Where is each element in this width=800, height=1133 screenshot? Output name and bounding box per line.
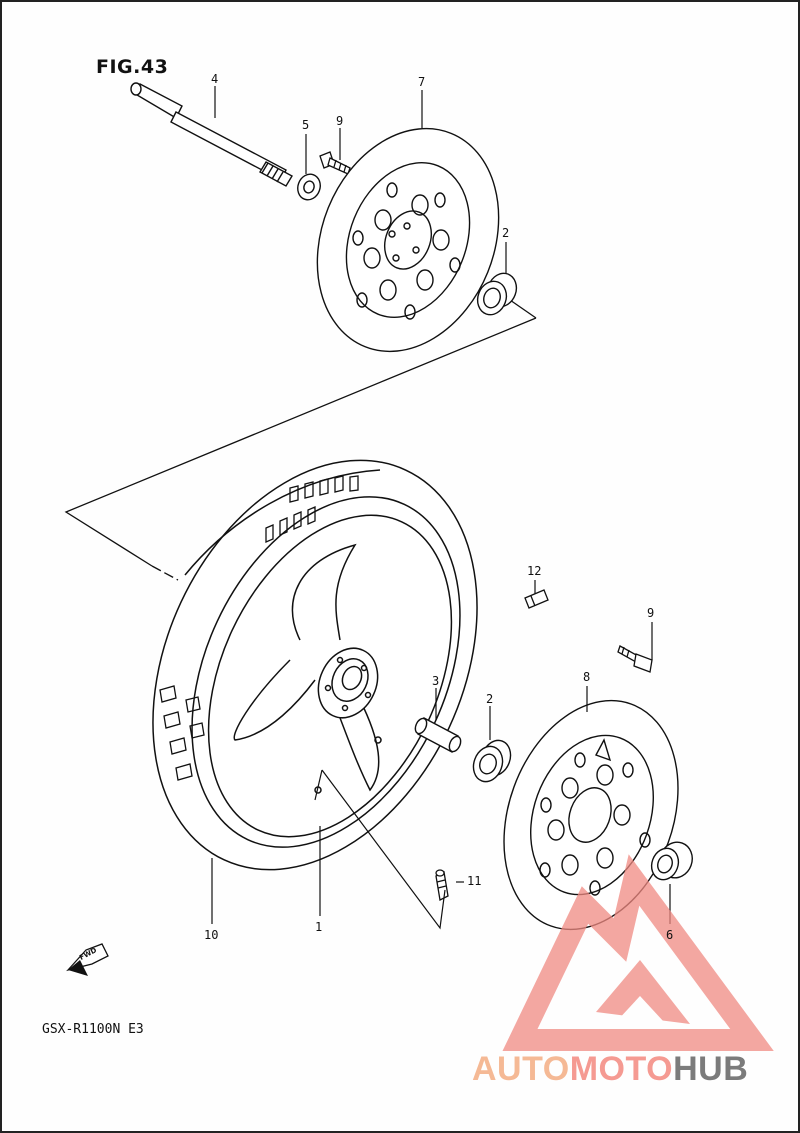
disc-bolt-top: [319, 151, 351, 175]
callout-valve: 11: [467, 874, 482, 888]
callout-disc-lower: 8: [583, 670, 591, 684]
forward-arrow-icon: [66, 943, 109, 976]
assembly-outline: [64, 299, 537, 581]
callout-tire: 10: [204, 928, 219, 942]
callout-bearing-top: 2: [502, 226, 510, 240]
front-axle: [130, 82, 293, 187]
callout-axle: 4: [211, 72, 219, 86]
watermark-moto: MOTO: [569, 1050, 674, 1088]
callout-valve-cap: 12: [527, 564, 542, 578]
model-designation: GSX-R1100N E3: [42, 1022, 144, 1037]
tire-valve: [435, 869, 449, 901]
wheel-bearing-upper: [476, 272, 518, 316]
callout-wheel: 1: [315, 920, 323, 934]
callout-spacer: 3: [432, 674, 440, 688]
callout-leader-lines: [211, 86, 671, 930]
automotohub-logo-icon: [502, 854, 774, 1051]
wheel-bearing-lower: [472, 739, 512, 783]
figure-title: FIG.43: [96, 56, 169, 78]
spacer-collar: [650, 841, 693, 881]
automotohub-watermark: AUTOMOTOHUB: [472, 1050, 748, 1089]
callout-washer: 5: [302, 118, 310, 132]
callout-bolt-lower: 9: [647, 606, 655, 620]
callout-disc-top: 7: [418, 75, 426, 89]
callout-spacer-collar: 6: [666, 928, 674, 942]
callout-bolt-top: 9: [336, 114, 344, 128]
watermark-auto: AUTO: [472, 1050, 570, 1088]
wheel-spacer: [414, 717, 462, 753]
callout-bearing-lower: 2: [486, 692, 494, 706]
disc-bolt-lower: [617, 645, 653, 673]
brake-disc-upper: [316, 127, 500, 353]
front-wheel-and-tire: [152, 459, 478, 871]
valve-cap: [524, 589, 549, 609]
watermark-hub: HUB: [673, 1050, 749, 1088]
axle-washer: [297, 173, 321, 201]
